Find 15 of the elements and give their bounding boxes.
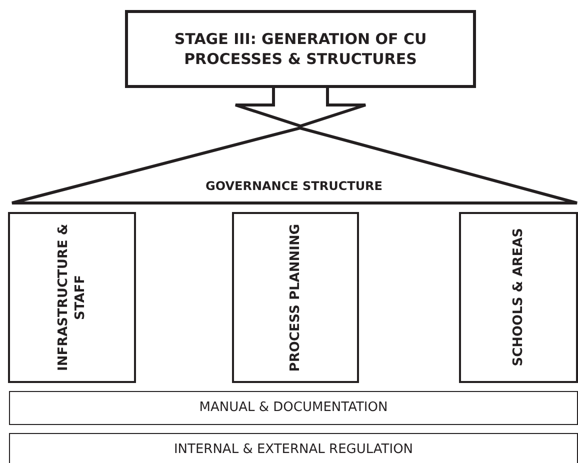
pillar-box: [232, 212, 359, 383]
pillar-label: INFRASTRUCTURE & STAFF: [55, 222, 89, 374]
roof-label: GOVERNANCE STRUCTURE: [206, 178, 382, 194]
block-arrow: [234, 86, 367, 128]
stage-box: [125, 10, 476, 88]
pillar-label: PROCESS PLANNING: [287, 224, 304, 372]
base-bar: [9, 433, 578, 463]
stage-title: STAGE III: GENERATION OF CU PROCESSES & STRUCTURES: [173, 28, 428, 70]
base-bar: [9, 391, 578, 425]
bar-label: INTERNAL & EXTERNAL REGULATION: [174, 441, 414, 459]
pillar-label: SCHOOLS & AREAS: [510, 228, 527, 367]
pillar-box: [8, 212, 136, 383]
roof-triangle: [10, 126, 578, 206]
pillar-box: [459, 212, 578, 383]
bar-label: MANUAL & DOCUMENTATION: [199, 399, 388, 417]
